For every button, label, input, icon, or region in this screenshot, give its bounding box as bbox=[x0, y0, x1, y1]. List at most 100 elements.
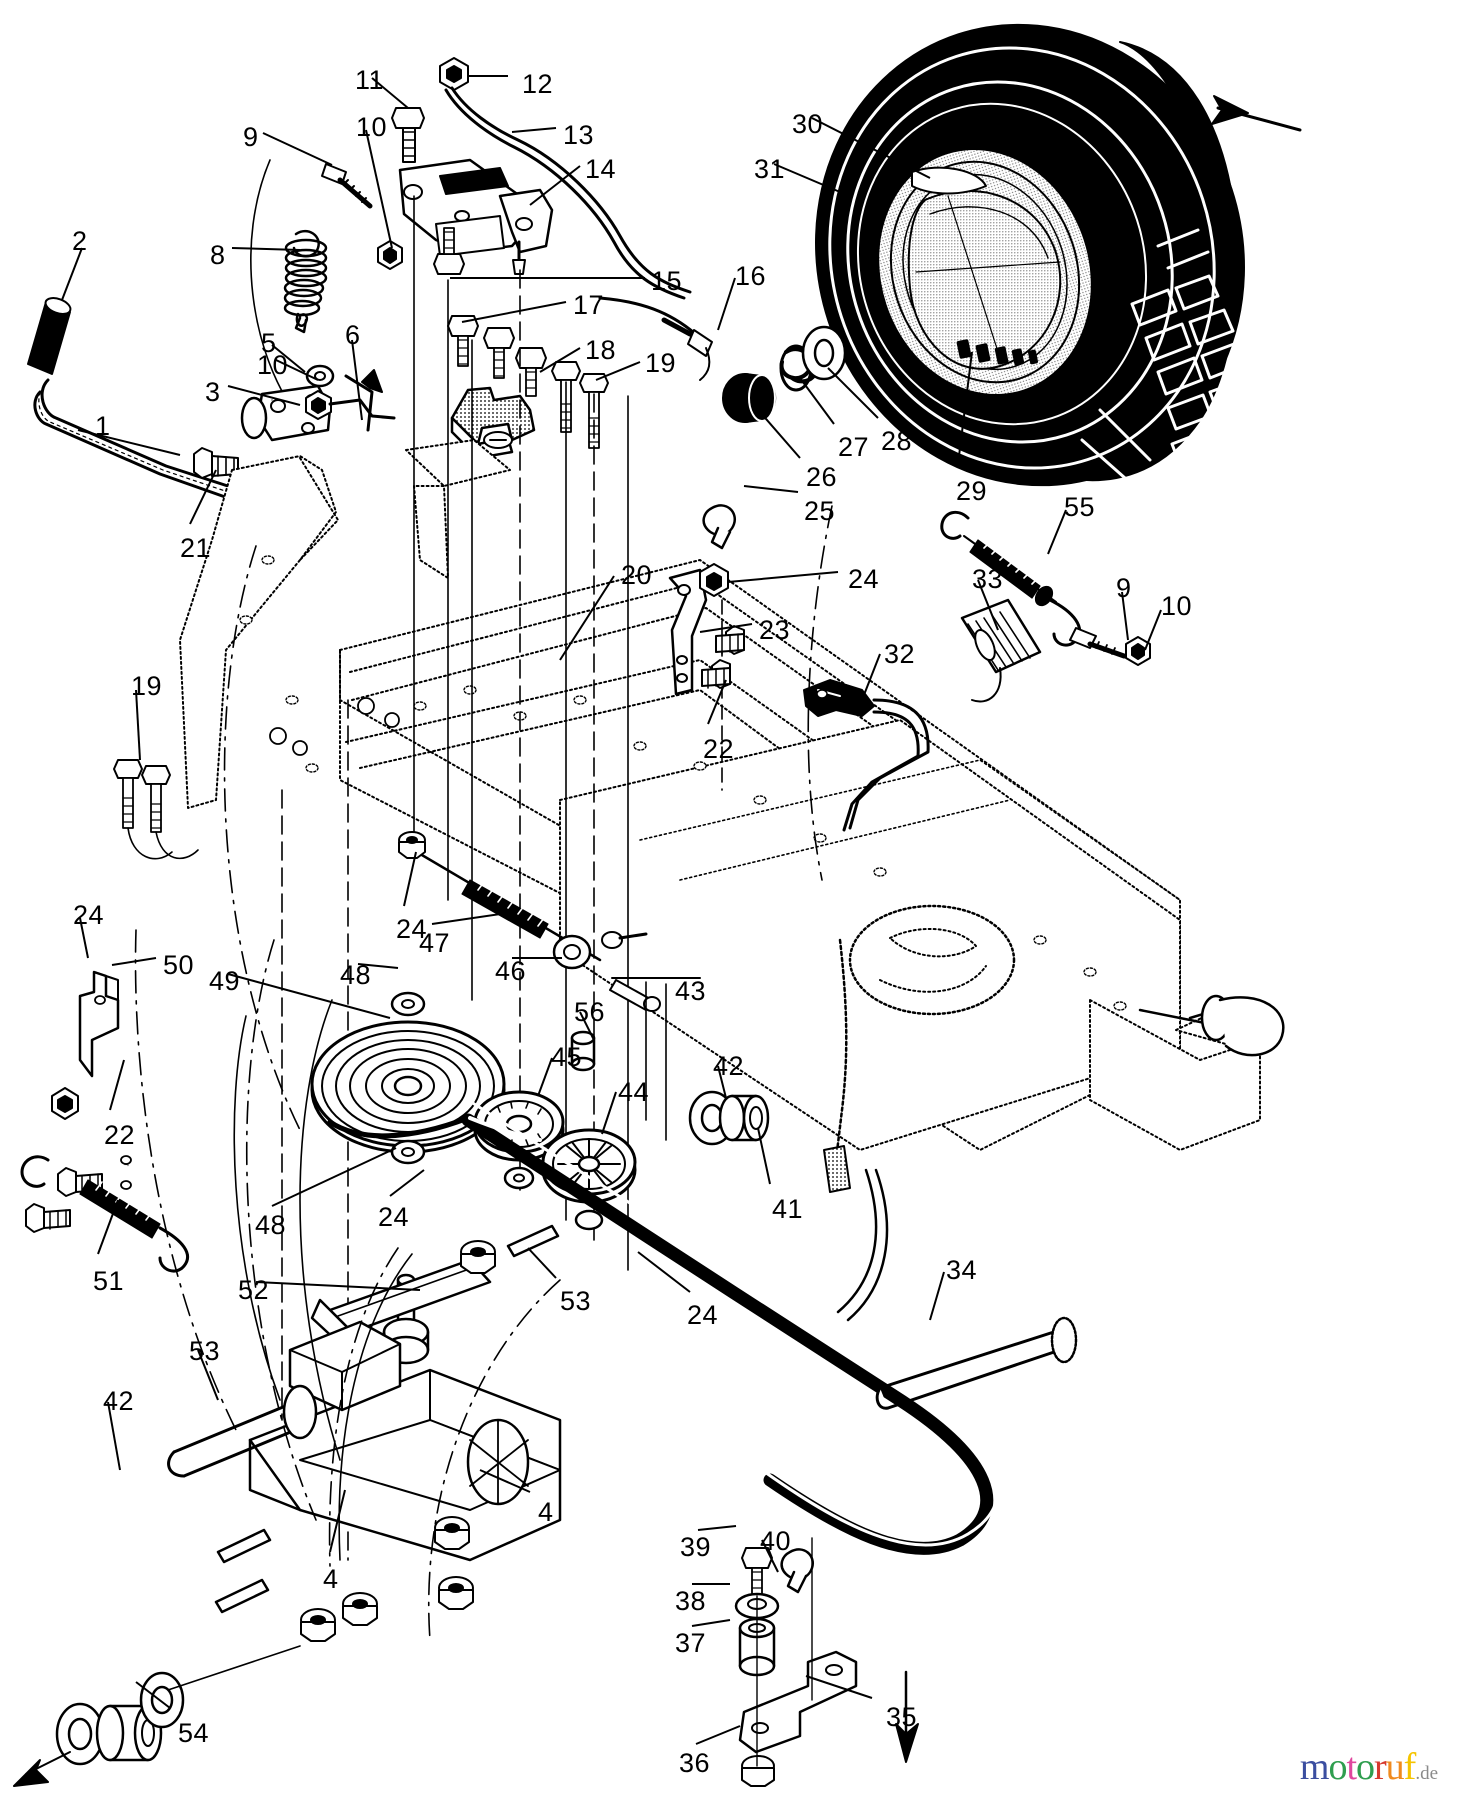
leader-line-51 bbox=[97, 1199, 119, 1255]
watermark-letter-t-2: t bbox=[1346, 1746, 1357, 1788]
callout-9: 9 bbox=[243, 122, 259, 152]
callout-31: 31 bbox=[754, 154, 786, 184]
leader-line-8 bbox=[231, 247, 301, 251]
leader-line-5 bbox=[271, 344, 306, 373]
callout-5: 5 bbox=[261, 328, 277, 358]
callout-45: 45 bbox=[551, 1042, 583, 1072]
callout-54: 54 bbox=[178, 1718, 210, 1748]
callout-41: 41 bbox=[772, 1194, 804, 1224]
rear-tire-assembly bbox=[815, 23, 1302, 488]
callout-53: 53 bbox=[560, 1286, 592, 1316]
motoruf-watermark: motoruf.de bbox=[1300, 1748, 1438, 1786]
callout-23: 23 bbox=[759, 615, 791, 645]
callout-48: 48 bbox=[340, 960, 372, 990]
watermark-letters: motoruf bbox=[1299, 1746, 1417, 1788]
leader-line-24 bbox=[727, 571, 839, 583]
callout-50: 50 bbox=[163, 950, 195, 980]
leader-line-24 bbox=[389, 1169, 425, 1197]
callout-29: 29 bbox=[956, 476, 988, 506]
callout-34: 34 bbox=[946, 1255, 978, 1285]
leader-line-22 bbox=[707, 679, 727, 725]
leader-line-33 bbox=[977, 579, 999, 631]
bracket-50-group bbox=[20, 970, 190, 1273]
leader-line-49 bbox=[227, 973, 391, 1019]
callout-10: 10 bbox=[356, 112, 388, 142]
leader-line-48 bbox=[271, 1147, 397, 1207]
callout-12: 12 bbox=[522, 69, 554, 99]
leader-line-53 bbox=[527, 1247, 557, 1279]
leader-line-40 bbox=[761, 1539, 779, 1573]
callout-15: 15 bbox=[651, 266, 683, 296]
callout-24: 24 bbox=[396, 914, 428, 944]
leader-line-53 bbox=[197, 1349, 219, 1401]
callout-52: 52 bbox=[238, 1275, 270, 1305]
callout-25: 25 bbox=[804, 496, 836, 526]
leader-line-41 bbox=[757, 1127, 771, 1185]
leader-line-10 bbox=[1144, 609, 1162, 651]
callout-47: 47 bbox=[419, 928, 451, 958]
callout-43: 43 bbox=[675, 976, 707, 1006]
callout-19: 19 bbox=[131, 671, 163, 701]
axle-shaft bbox=[875, 1316, 1078, 1410]
callout-42: 42 bbox=[713, 1051, 745, 1081]
watermark-letter-o-1: o bbox=[1328, 1746, 1347, 1788]
callout-48: 48 bbox=[255, 1210, 287, 1240]
watermark-letter-o-3: o bbox=[1356, 1746, 1375, 1788]
callout-8: 8 bbox=[210, 240, 226, 270]
callout-24: 24 bbox=[378, 1202, 410, 1232]
leader-line-32 bbox=[861, 653, 881, 701]
leader-line-45 bbox=[537, 1057, 553, 1097]
leader-line-24 bbox=[403, 851, 417, 907]
leader-line-36 bbox=[695, 1725, 741, 1745]
callout-53: 53 bbox=[189, 1336, 221, 1366]
idler-bracket-group bbox=[734, 1537, 919, 1787]
callout-30: 30 bbox=[792, 109, 824, 139]
leader-line-28 bbox=[827, 367, 879, 419]
leader-line-56 bbox=[579, 1011, 595, 1041]
hub-hardware bbox=[722, 325, 847, 423]
leader-line-22 bbox=[109, 1059, 125, 1111]
leader-line-21 bbox=[189, 469, 217, 525]
leader-line-47 bbox=[431, 911, 515, 925]
leader-line-20 bbox=[559, 575, 615, 661]
transaxle-assembly bbox=[167, 1224, 562, 1642]
leader-line-10 bbox=[365, 129, 393, 249]
callout-19: 19 bbox=[645, 348, 677, 378]
leader-line-37 bbox=[691, 1619, 731, 1627]
callout-33: 33 bbox=[972, 564, 1004, 594]
leader-line-4 bbox=[329, 1489, 346, 1553]
callout-4: 4 bbox=[538, 1497, 554, 1527]
callout-2: 2 bbox=[72, 226, 88, 256]
watermark-letter-f-6: f bbox=[1403, 1746, 1417, 1788]
callout-14: 14 bbox=[585, 154, 617, 184]
spoked-pulley-44 bbox=[541, 1128, 637, 1204]
clip-bracket-group bbox=[668, 504, 745, 696]
callout-40: 40 bbox=[760, 1526, 792, 1556]
leader-line-19 bbox=[135, 689, 141, 761]
pulley-group bbox=[310, 991, 1000, 1555]
leader-line-3 bbox=[227, 385, 301, 406]
callout-13: 13 bbox=[563, 120, 595, 150]
idler-linkage-group bbox=[398, 831, 661, 1072]
callout-4: 4 bbox=[323, 1564, 339, 1594]
brake-rod-end bbox=[598, 296, 713, 381]
callout-3: 3 bbox=[205, 377, 221, 407]
callout-28: 28 bbox=[881, 426, 913, 456]
bearing-group-42-54 bbox=[13, 1645, 301, 1787]
callout-24: 24 bbox=[848, 564, 880, 594]
leader-line-13 bbox=[511, 127, 557, 133]
callout-16: 16 bbox=[735, 261, 767, 291]
long-bolts-19 bbox=[113, 759, 199, 860]
leader-line-9 bbox=[1121, 591, 1129, 641]
leader-line-42 bbox=[717, 1065, 727, 1099]
callout-56: 56 bbox=[574, 997, 606, 1027]
watermark-letter-m-0: m bbox=[1299, 1746, 1330, 1788]
callout-22: 22 bbox=[703, 734, 735, 764]
leader-line-29 bbox=[957, 351, 973, 465]
leader-line-34 bbox=[929, 1271, 945, 1321]
leader-line-44 bbox=[601, 1091, 617, 1135]
watermark-letter-r-4: r bbox=[1374, 1746, 1387, 1788]
